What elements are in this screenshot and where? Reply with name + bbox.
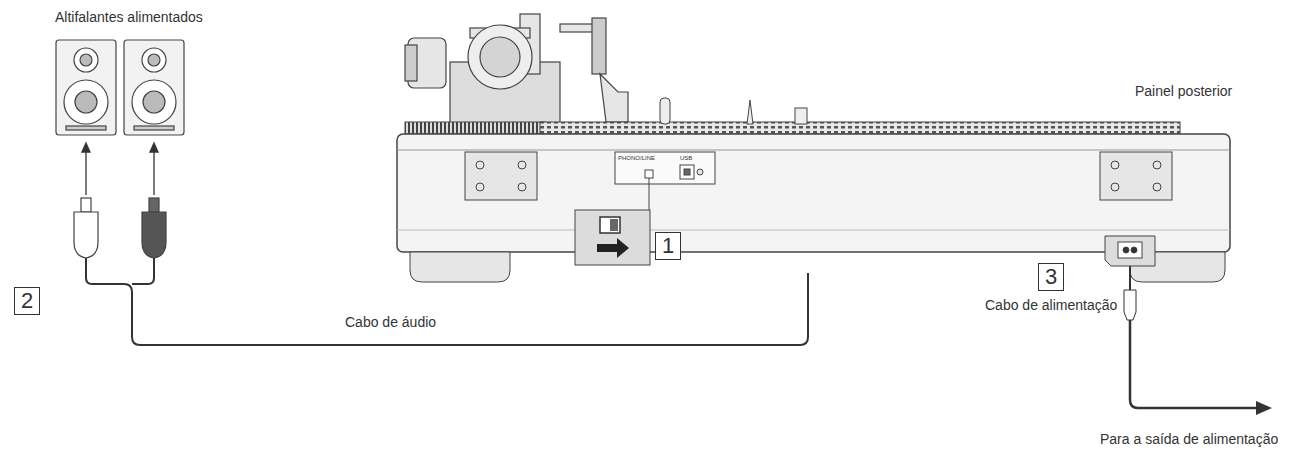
cable-label: Cabo de áudio — [345, 315, 436, 330]
part-label: Altifalantes alimentados — [55, 10, 203, 25]
callout-number: 1 — [655, 232, 681, 260]
cable-label: Cabo de alimentação — [985, 298, 1117, 313]
part-label: Painel posterior — [1135, 84, 1232, 99]
callout-number: 3 — [1038, 263, 1064, 291]
port-label: USB — [680, 155, 692, 162]
note-label: Para a saída de alimentação — [1100, 432, 1278, 447]
callout-number: 2 — [14, 287, 40, 315]
port-label: PHONO/LINE — [618, 155, 655, 162]
